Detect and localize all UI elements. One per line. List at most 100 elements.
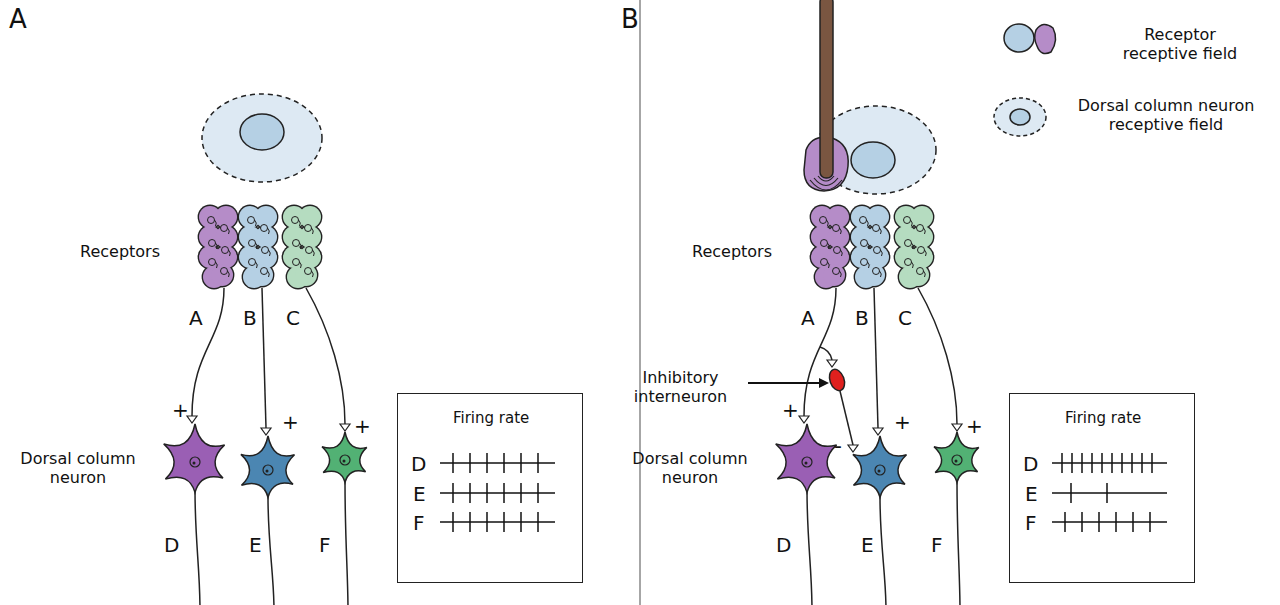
receptor-outline: [298, 225, 323, 250]
nucleus: [263, 465, 273, 475]
spike: [503, 483, 505, 503]
dorsal-column-neuron: [164, 424, 225, 492]
receptor-body: [907, 264, 929, 286]
receptor-curl: [268, 228, 270, 234]
nucleus: [802, 457, 812, 467]
row-letter: F: [413, 511, 425, 535]
spike: [1081, 512, 1083, 532]
spike: [1132, 512, 1134, 532]
receptor-curl: [261, 268, 268, 275]
spike: [1061, 453, 1063, 473]
receptor-curl: [874, 247, 881, 254]
receptor-curl: [215, 220, 217, 226]
box-heading: Firing rate: [453, 409, 529, 427]
leader-arrowhead: [819, 378, 829, 388]
section-label: Receptors: [692, 242, 772, 261]
receptor-curl: [293, 259, 300, 266]
axon: [262, 288, 266, 428]
receptor-curl: [873, 268, 880, 275]
spike: [469, 512, 471, 532]
spike: [1131, 453, 1133, 473]
panel-letter: B: [621, 4, 639, 35]
box-heading: Firing rate: [1065, 409, 1141, 427]
receptor-letter: A: [801, 306, 815, 330]
receptor-outline: [866, 225, 891, 250]
neuron-letter: D: [164, 533, 179, 557]
interneuron-label: Inhibitory interneuron: [613, 368, 748, 406]
circuit-panel: [164, 205, 367, 605]
spike: [503, 512, 505, 532]
neuron-letter: E: [861, 533, 874, 557]
receptor-curl: [300, 243, 302, 249]
receptor-curl: [828, 262, 830, 268]
receptor-letter: A: [189, 306, 203, 330]
spike: [520, 453, 522, 473]
receptor-curl: [312, 271, 314, 277]
spike: [486, 512, 488, 532]
receptor-letter: C: [898, 306, 912, 330]
spike: [520, 483, 522, 503]
receptor-curl: [222, 247, 229, 254]
synaptic-terminal: [799, 416, 809, 423]
pressure-mark: [814, 178, 838, 186]
firing-rate-box: Firing rateDEF: [1009, 393, 1195, 583]
receptor-curl: [228, 271, 230, 277]
legend-text: Receptor receptive field: [1110, 25, 1250, 63]
row-letter: E: [1025, 482, 1038, 506]
axon: [195, 490, 200, 605]
receptor-receptive-field: [851, 142, 895, 178]
row-letter: F: [1025, 511, 1037, 535]
inhibitory-interneuron: [827, 367, 848, 392]
spike: [1081, 453, 1083, 473]
spike: [452, 483, 454, 503]
receptor-curl: [881, 250, 883, 256]
neuron-letter: F: [931, 533, 943, 557]
synaptic-terminal: [952, 424, 962, 431]
receptor-curl: [216, 243, 218, 249]
spike: [1101, 453, 1103, 473]
receptor-body: [215, 226, 237, 248]
probe: [820, 0, 833, 178]
spike-train: [1052, 492, 1167, 494]
spike: [520, 512, 522, 532]
nucleus: [875, 465, 885, 475]
receptor-curl: [827, 220, 829, 226]
dorsal-column-neuron: [853, 436, 907, 497]
receptor-curl: [249, 240, 256, 247]
circuit-panel: [776, 205, 979, 605]
receptor-curl: [841, 250, 843, 256]
receptor-curl: [873, 225, 880, 232]
spike: [452, 512, 454, 532]
leader-arrow: [748, 382, 821, 384]
synapse-sign: +: [282, 410, 299, 434]
dorsal-receptive-field: [202, 94, 322, 182]
synapse-sign: +: [782, 398, 799, 422]
receptor-curl: [248, 217, 255, 224]
receptor-outline: [254, 225, 279, 250]
receptor-curl: [229, 250, 231, 256]
receptor-outline: [214, 225, 239, 250]
synapse-sign: +: [966, 414, 983, 438]
nucleus: [340, 455, 350, 465]
receptor-curl: [861, 259, 868, 266]
axon: [345, 482, 348, 605]
receptor-curl: [904, 217, 911, 224]
receptor-curl: [840, 228, 842, 234]
receptor-outline: [910, 225, 935, 250]
spike: [1151, 453, 1153, 473]
receptor-body: [823, 264, 845, 286]
receptor-curl: [905, 259, 912, 266]
receptor-letter: B: [243, 306, 257, 330]
nucleolus: [805, 462, 808, 465]
spike: [486, 483, 488, 503]
pressure-mark: [818, 176, 834, 181]
synaptic-terminal: [827, 360, 837, 367]
receptor-curl: [912, 243, 914, 249]
spike: [1121, 453, 1123, 473]
section-label: Receptors: [80, 242, 160, 261]
receptor-curl: [300, 262, 302, 268]
axon: [807, 490, 812, 605]
dorsal-column-neuron: [322, 432, 367, 482]
row-letter: E: [413, 482, 426, 506]
receptor-curl: [880, 271, 882, 277]
